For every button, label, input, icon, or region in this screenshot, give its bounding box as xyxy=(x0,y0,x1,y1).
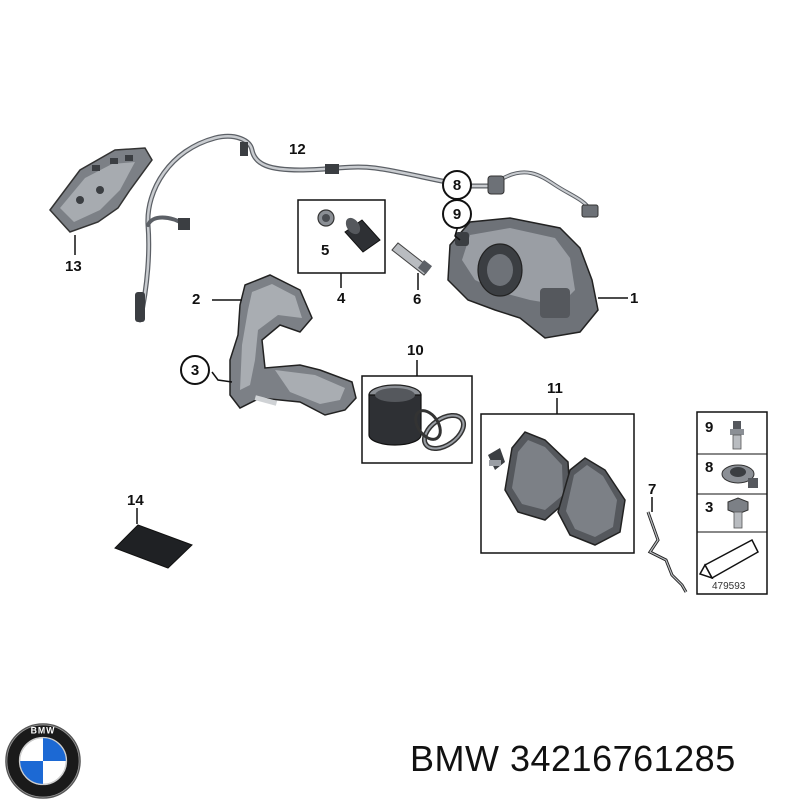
callout-11: 11 xyxy=(547,380,563,397)
callout-8: 8 xyxy=(442,170,472,200)
callout-1: 1 xyxy=(630,290,639,307)
cable-clip-1 xyxy=(240,142,248,156)
sensor-connector xyxy=(487,175,505,195)
piston-seal-kit xyxy=(414,409,467,452)
callout-3: 3 xyxy=(180,355,210,385)
caliper-piston xyxy=(368,384,422,446)
callout-2: 2 xyxy=(192,291,201,308)
grease-sachet xyxy=(114,524,193,569)
leader-3 xyxy=(211,371,233,383)
bleed-screw-illustration xyxy=(730,421,744,450)
callout-10: 10 xyxy=(407,342,424,359)
guide-sleeve xyxy=(344,217,381,253)
callout-9: 9 xyxy=(442,199,472,229)
hex-bolt-illustration xyxy=(727,497,749,529)
part-number-caption: BMW 34216761285 xyxy=(410,738,736,779)
logo-lettering: BMW xyxy=(31,726,56,736)
screw-cap-illustration xyxy=(721,464,758,488)
sensor-end xyxy=(581,204,599,218)
retaining-spring xyxy=(646,511,688,593)
callout-14: 14 xyxy=(127,492,144,509)
legend-row-3-number: 3 xyxy=(705,499,714,516)
sensor-plug xyxy=(135,292,145,322)
bmw-logo: BMW xyxy=(5,723,81,799)
callout-4: 4 xyxy=(337,290,346,307)
direction-arrow-icon xyxy=(698,538,759,580)
cable-clip-2 xyxy=(325,164,339,174)
cable-clip-3 xyxy=(178,218,190,230)
guide-bushing xyxy=(317,209,335,227)
legend-row-2-number: 8 xyxy=(705,459,714,476)
callout-5: 5 xyxy=(321,242,330,259)
callout-12: 12 xyxy=(289,141,306,158)
guide-bolt xyxy=(391,242,433,276)
wheel-bearing-bracket xyxy=(49,147,153,233)
callout-13: 13 xyxy=(65,258,82,275)
leader-9 xyxy=(454,225,461,241)
brake-caliper xyxy=(447,217,599,339)
legend-row-1-number: 9 xyxy=(705,419,714,436)
caliper-carrier xyxy=(229,274,357,416)
wear-sensor-cable xyxy=(137,133,592,323)
callout-6: 6 xyxy=(413,291,422,308)
brake-pads xyxy=(488,431,626,546)
callout-7: 7 xyxy=(648,481,657,498)
reference-number: 479593 xyxy=(712,581,746,592)
